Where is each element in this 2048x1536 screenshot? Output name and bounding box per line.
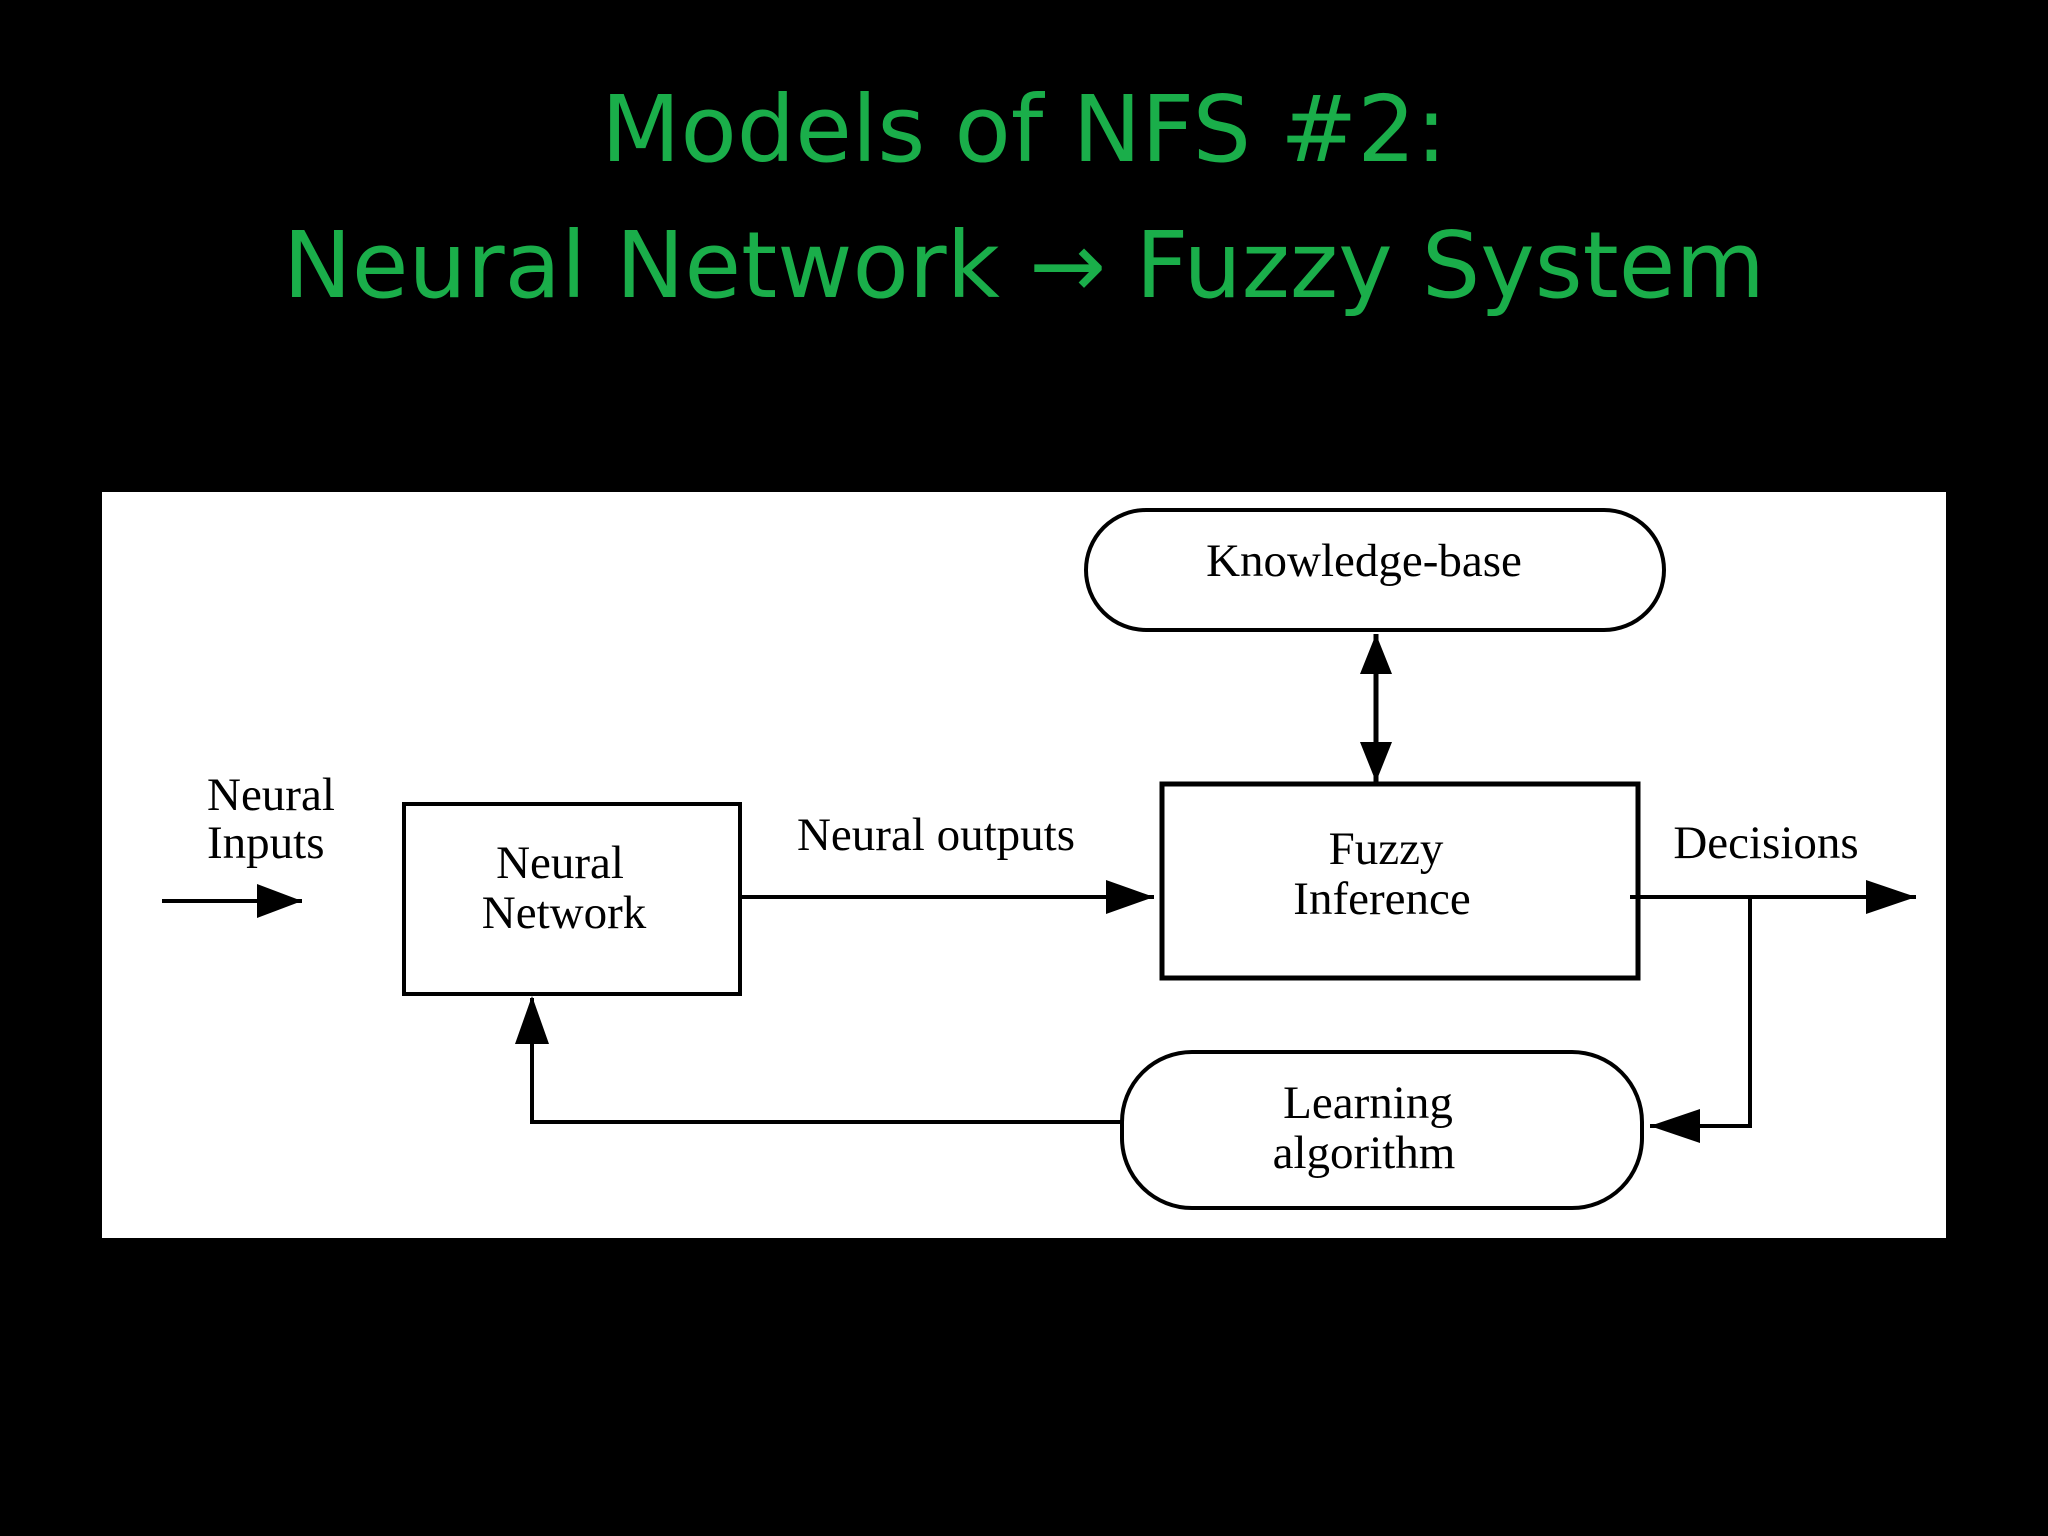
learning-algorithm-label-2: algorithm <box>1273 1127 1456 1179</box>
fuzzy-inference-box <box>1159 781 1641 981</box>
nfs-block-diagram: Neural Inputs Neural Network Neural outp… <box>102 492 1946 1238</box>
learning-feedback-arrow <box>515 996 1122 1124</box>
neural-inputs-label-2: Inputs <box>207 817 325 869</box>
decisions-label: Decisions <box>1673 817 1858 869</box>
knowledge-base-label: Knowledge-base <box>1206 535 1522 587</box>
neural-outputs-label: Neural outputs <box>797 809 1075 861</box>
neural-inputs-label-1: Neural <box>207 769 335 821</box>
learning-algorithm-label-1: Learning <box>1283 1077 1453 1129</box>
fuzzy-inference-label-1: Fuzzy <box>1329 823 1444 875</box>
decisions-arrow <box>1630 880 1916 914</box>
decisions-feedback-arrow <box>1650 897 1752 1143</box>
neural-network-label-2: Network <box>482 887 647 939</box>
title-line-2: Neural Network → Fuzzy System <box>283 212 1765 319</box>
knowledge-base-bidirectional-arrow <box>1360 634 1392 782</box>
neural-network-label-1: Neural <box>496 837 624 889</box>
slide-title: Models of NFS #2: Neural Network → Fuzzy… <box>0 62 2048 334</box>
knowledge-base-box <box>1084 508 1666 632</box>
neural-outputs-arrow <box>740 880 1154 914</box>
learning-algorithm-box <box>1120 1050 1644 1210</box>
neural-inputs-arrow <box>162 884 302 918</box>
fuzzy-inference-label-2: Inference <box>1293 873 1470 925</box>
title-line-1: Models of NFS #2: <box>601 76 1447 183</box>
